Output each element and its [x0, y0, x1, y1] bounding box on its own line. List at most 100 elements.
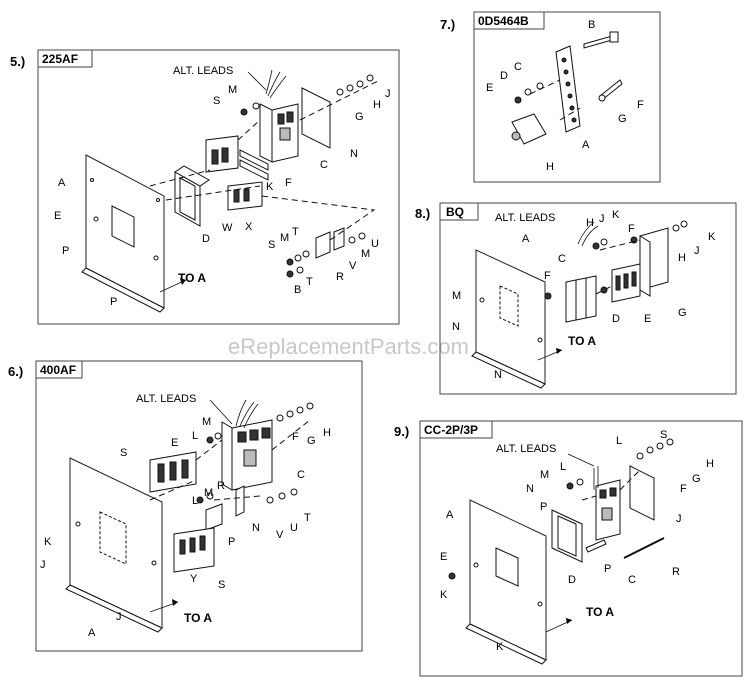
title-box — [473, 11, 545, 30]
bracket-g-side — [639, 235, 651, 297]
label-a: A — [446, 509, 454, 521]
label-alt-leads: ALT. LEADS — [495, 212, 555, 224]
section-title: 400AF — [40, 363, 76, 377]
breaker-terminal — [249, 429, 259, 441]
bar-k — [239, 149, 269, 171]
assembly-lines — [149, 79, 381, 241]
terminal-slot — [615, 275, 621, 291]
label-t: T — [306, 276, 313, 288]
leader — [567, 453, 595, 467]
label-n: N — [526, 483, 534, 495]
leader — [209, 399, 233, 425]
label-f: F — [285, 177, 292, 189]
hardware — [196, 402, 314, 504]
section-bq: 8.) BQ — [415, 202, 737, 395]
label-r: R — [336, 271, 344, 283]
label-e: E — [644, 313, 651, 325]
label-d: D — [500, 70, 508, 82]
section-number: 9.) — [394, 424, 409, 439]
hardware — [240, 74, 374, 116]
label-h: H — [678, 252, 686, 264]
label-j: J — [694, 245, 700, 257]
cover-slot — [189, 537, 196, 553]
label-to-a: TO A — [178, 271, 206, 285]
label-y: Y — [190, 573, 198, 585]
lug-screw — [511, 131, 521, 141]
breaker-terminal — [261, 427, 271, 439]
lug-p — [205, 503, 223, 531]
arrow-head — [172, 599, 178, 606]
hardware — [448, 438, 674, 580]
label-j: J — [116, 611, 122, 623]
label-k: K — [440, 589, 448, 601]
cover-slot — [179, 539, 186, 555]
label-a: A — [88, 627, 96, 639]
label-to-a: TO A — [184, 611, 212, 625]
label-w: W — [222, 222, 233, 234]
label-v: V — [349, 260, 357, 272]
section-frame — [473, 11, 661, 183]
label-c: C — [628, 574, 636, 586]
bus-holes — [561, 57, 577, 123]
label-n: N — [452, 321, 460, 333]
label-s: S — [218, 579, 225, 591]
section-number: 5.) — [10, 54, 25, 69]
label-g: G — [692, 473, 701, 485]
label-s: S — [268, 239, 275, 251]
label-p: P — [62, 245, 69, 257]
panel-flange — [81, 267, 165, 313]
section-frame — [439, 202, 737, 395]
hardware-lower — [286, 232, 366, 278]
label-f: F — [680, 483, 687, 495]
panel-flange — [465, 623, 547, 665]
label-k: K — [612, 209, 620, 221]
label-p: P — [540, 501, 547, 513]
section-frame — [419, 420, 743, 677]
label-c: C — [297, 469, 305, 481]
label-g: G — [618, 113, 627, 125]
label-p: P — [228, 536, 235, 548]
bracket-n — [235, 485, 245, 517]
cover-slot — [243, 188, 250, 202]
section-frame — [35, 360, 363, 652]
arrow-head — [180, 278, 186, 285]
alt-leads — [265, 69, 287, 99]
bolt-b — [583, 35, 613, 49]
section-cc-2p-3p: 9.) CC-2P/3P — [394, 420, 743, 677]
label-k: K — [266, 181, 274, 193]
label-k: K — [44, 536, 52, 548]
breaker-handle — [601, 507, 613, 521]
panel-flange — [471, 351, 546, 389]
label-l: L — [616, 435, 622, 447]
hole — [75, 521, 81, 527]
label-d: D — [612, 313, 620, 325]
label-h: H — [323, 427, 331, 439]
section-225af: 5.) 225AF — [10, 49, 400, 325]
cover-slot — [169, 461, 177, 481]
label-t: T — [304, 512, 311, 524]
label-b: B — [294, 284, 301, 296]
alt-leads — [593, 466, 599, 490]
label-j: J — [385, 88, 391, 100]
label-c: C — [320, 159, 328, 171]
breaker-terminal — [237, 431, 247, 443]
label-e: E — [171, 437, 178, 449]
label-f: F — [628, 223, 635, 235]
title-box — [35, 360, 83, 379]
frame-d-inner — [179, 177, 196, 221]
breaker-c-side — [259, 103, 273, 163]
panel-cutout — [495, 547, 519, 587]
label-x: X — [245, 221, 253, 233]
alt-leads — [577, 221, 599, 247]
label-n: N — [494, 369, 502, 381]
title-box — [419, 420, 493, 439]
breaker-terminal — [599, 489, 607, 499]
cover-slot — [233, 189, 240, 203]
label-c: C — [558, 253, 566, 265]
label-r: R — [217, 480, 225, 492]
bar-p — [585, 539, 607, 553]
alt-leads — [235, 399, 259, 429]
panel-cutout — [99, 511, 127, 565]
assembly-lines — [149, 419, 311, 501]
label-f: F — [637, 99, 644, 111]
